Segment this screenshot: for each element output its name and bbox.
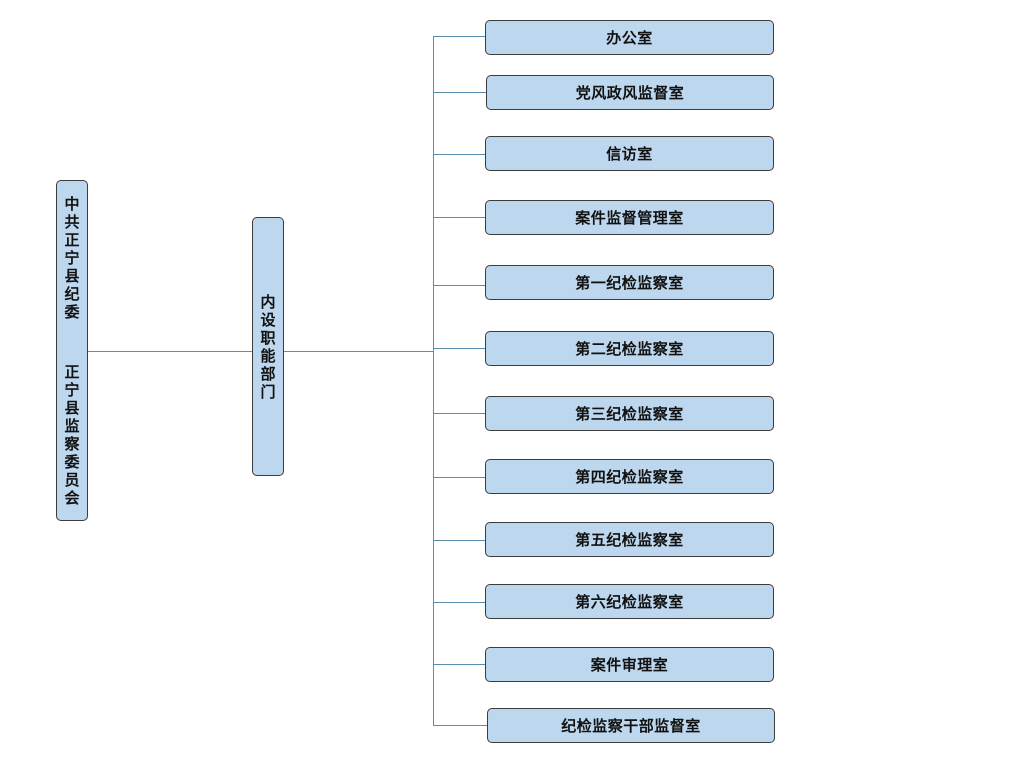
dept-box-case-trial: 案件审理室	[485, 647, 774, 682]
dept-label: 第六纪检监察室	[575, 593, 684, 611]
mid-to-trunk-connector	[283, 351, 434, 352]
branch-connector	[433, 540, 485, 541]
dept-box-discipline-4: 第四纪检监察室	[485, 459, 774, 494]
dept-label: 案件审理室	[590, 656, 669, 674]
branch-connector	[433, 348, 485, 349]
dept-label: 第一纪检监察室	[575, 274, 684, 292]
dept-label: 第四纪检监察室	[575, 468, 684, 486]
dept-box-case-supervision: 案件监督管理室	[485, 200, 774, 235]
root-line-2: 正宁县监察委员会	[64, 362, 80, 507]
branch-connector	[433, 217, 485, 218]
branch-connector	[433, 92, 486, 93]
dept-label: 党风政风监督室	[575, 84, 685, 102]
dept-box-petition: 信访室	[485, 136, 774, 171]
dept-label: 纪检监察干部监督室	[561, 717, 701, 735]
branch-connector	[433, 285, 485, 286]
root-line-1: 中共正宁县纪委	[64, 194, 80, 321]
branch-connector	[433, 664, 485, 665]
internal-departments-label: 内设职能部门	[260, 292, 276, 401]
dept-box-office: 办公室	[485, 20, 774, 55]
dept-box-discipline-2: 第二纪检监察室	[485, 331, 774, 366]
branch-connector	[433, 154, 485, 155]
branch-connector	[433, 477, 485, 478]
dept-box-discipline-5: 第五纪检监察室	[485, 522, 774, 557]
root-to-mid-connector	[88, 351, 252, 352]
dept-label: 案件监督管理室	[575, 209, 684, 227]
branch-connector	[433, 36, 485, 37]
branch-connector	[433, 413, 485, 414]
root-node: 中共正宁县纪委 正宁县监察委员会	[56, 180, 88, 521]
branch-connector	[433, 602, 485, 603]
dept-box-party-style: 党风政风监督室	[486, 75, 774, 110]
internal-departments-node: 内设职能部门	[252, 217, 284, 476]
dept-label: 第五纪检监察室	[575, 531, 684, 549]
trunk-connector	[433, 36, 434, 725]
dept-box-discipline-1: 第一纪检监察室	[485, 265, 774, 300]
dept-label: 第三纪检监察室	[575, 405, 684, 423]
dept-box-discipline-6: 第六纪检监察室	[485, 584, 774, 619]
dept-box-discipline-3: 第三纪检监察室	[485, 396, 774, 431]
branch-connector	[433, 725, 487, 726]
dept-label: 信访室	[606, 145, 653, 163]
dept-box-cadre-supervision: 纪检监察干部监督室	[487, 708, 775, 743]
dept-label: 办公室	[606, 29, 653, 47]
dept-label: 第二纪检监察室	[575, 340, 684, 358]
